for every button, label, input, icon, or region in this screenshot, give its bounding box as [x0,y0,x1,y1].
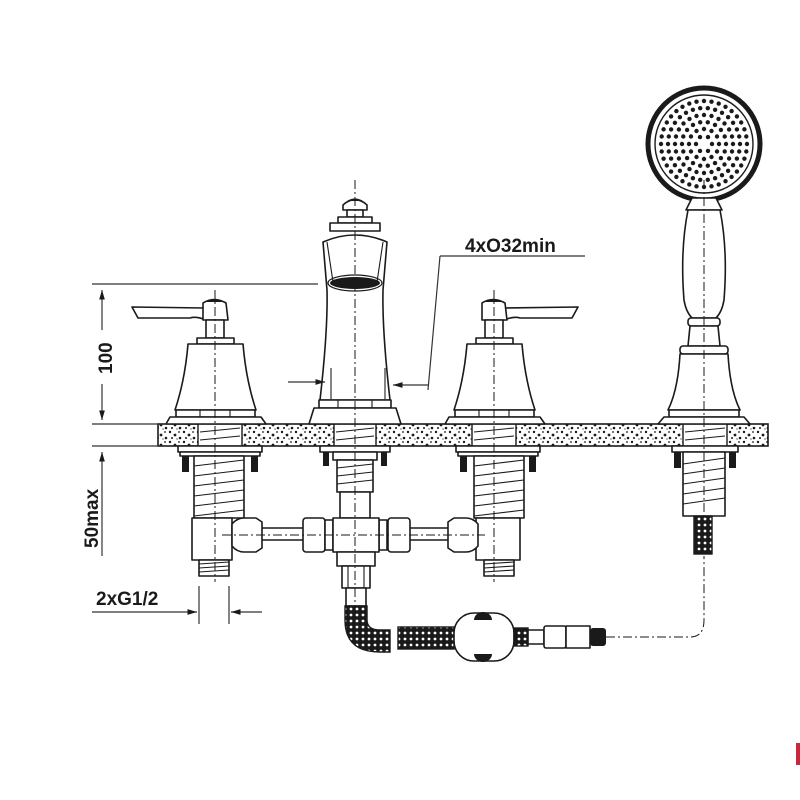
dimension-label-hole-diameter: 4xO32min [465,236,556,257]
dimension-label-50max: 50max [82,488,103,548]
handle-left [131,298,267,577]
deck [157,423,769,447]
edge-marker [796,743,800,765]
dimension-label-inlet-thread: 2xG1/2 [96,589,158,610]
center-axes [214,180,705,638]
dimension-lines [92,255,585,624]
dimension-label-100: 100 [96,342,117,374]
hand-shower [645,85,763,555]
diverter-hose [344,605,606,662]
